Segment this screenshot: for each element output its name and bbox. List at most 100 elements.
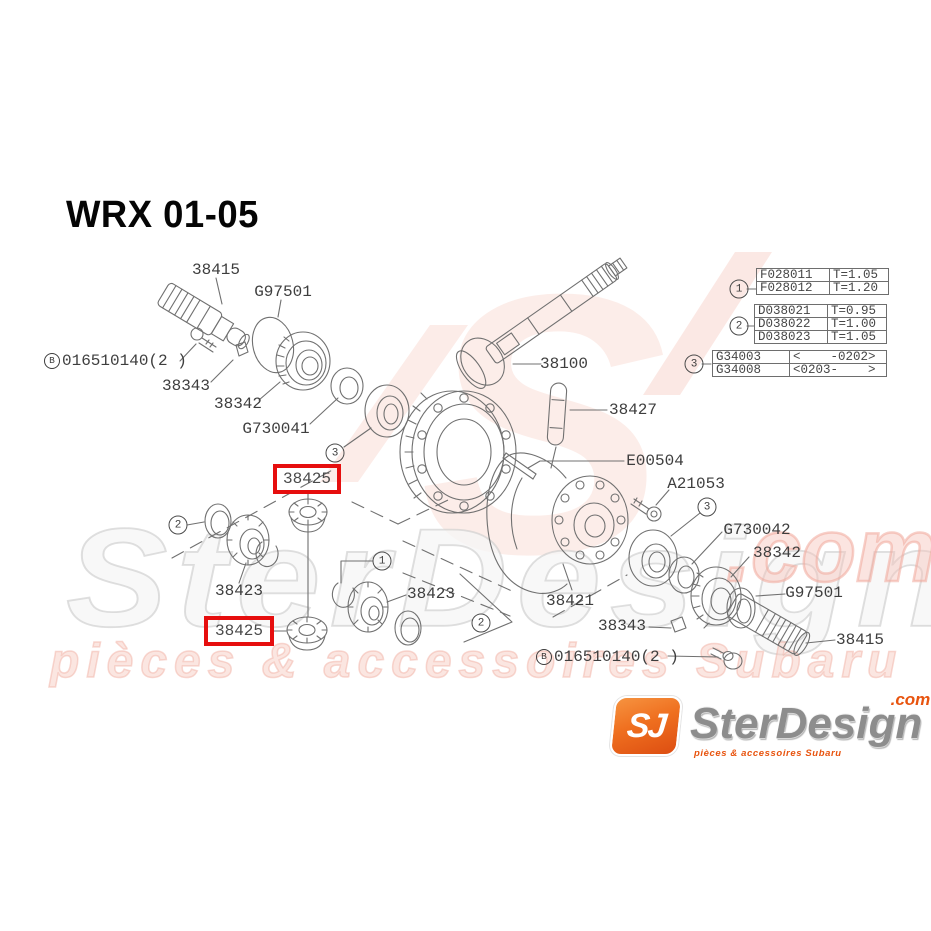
spec-cell: < -0202> [789,350,887,364]
left-side-gear-38423 [226,514,270,566]
highlighted-part-label: 38425 [214,622,263,640]
part-label-oil-seal: E00504 [626,452,684,470]
table-ref-circle-2: 2 [729,316,749,336]
brand-logo-tile-icon: SJ [608,696,684,756]
table-ref-circle-1: 1 [729,279,749,299]
rear-bearing-38342 [690,566,742,629]
part-label-washer-right: 38343 [597,617,647,635]
straight-pin-e00504 [502,452,537,480]
part-label-drive-pinion: 38100 [539,355,589,373]
front-bolt [190,327,217,353]
part-label-side-gear-mid: 38423 [406,585,456,603]
ref-circle-3: 3 [325,443,345,463]
ring-gear [399,390,517,514]
left-shim-washer [204,503,232,539]
spec-cell: <0203- > [789,363,887,377]
front-shaft-38415 [157,282,250,350]
part-label-side-gear-left: 38423 [214,582,264,600]
rear-ring-g97501 [726,587,756,629]
part-label-washer-top: 38343 [161,377,211,395]
part-label-ring-right: G97501 [785,584,843,602]
part-number-cell: D038022 [754,317,828,331]
differential-case-38421 [486,452,629,594]
brand-tld: .com [890,690,931,709]
mid-snap-ring [331,582,355,608]
watermark-monogram-s: S [420,218,669,631]
spec-cell: T=1.05 [829,268,889,282]
shim-table-3: G34003< -0202> G34008<0203- > [712,350,887,377]
brand-tagline: pièces & accessoires Subaru [694,748,842,759]
part-label-bolt-top: B 016510140(2 ) [44,352,187,370]
ref-circle-2: 2 [168,515,188,535]
spec-cell: T=1.05 [827,330,887,344]
mid-side-gear-38423 [347,581,389,633]
spec-cell: T=1.20 [829,281,889,295]
left-snap-ring [255,541,279,568]
part-label-diff-case: 38421 [545,592,595,610]
front-bearing-38342 [275,331,331,391]
rear-shaft-38415 [726,593,811,656]
part-number-cell: F028011 [756,268,830,282]
brand-name: SterDesign [690,699,923,748]
drive-pinion-38100 [455,257,628,389]
spec-cell: T=1.00 [827,317,887,331]
part-number-cell: D038023 [754,330,828,344]
front-outer-bearing [364,384,410,438]
pinion-gear-38425-bottom [286,616,328,651]
part-label-ring-top: G97501 [254,283,312,301]
part-label-bolt-bottom: B 016510140(2 ) [536,648,679,666]
highlight-box-38425-top: 38425 [273,464,341,494]
part-label-bearing-right: 38342 [752,544,802,562]
part-label-text: 016510140(2 ) [554,648,679,666]
rear-washer-38343 [670,616,687,633]
crown-bolt-a21053 [630,497,662,522]
spec-cell: T=0.95 [827,304,887,318]
lock-pin-38427 [546,382,568,446]
table-row: G34003< -0202> [712,350,887,364]
part-label-g730041: G730041 [242,420,310,438]
part-label-bearing-top: 38342 [213,395,263,413]
part-label-pin: 38427 [608,401,658,419]
rear-bolt [710,647,743,670]
watermark-stripe [320,325,468,482]
circled-b-icon: B [536,649,552,665]
ref-circle-2: 2 [471,613,491,633]
rear-outer-bearing [628,529,678,587]
part-number-cell: G34008 [712,363,790,377]
mid-shim-washer [394,610,422,646]
brand-logo-text: SterDesign .com pièces & accessoires Sub… [690,690,930,759]
part-number-cell: G34003 [712,350,790,364]
part-label-case-bolt: A21053 [667,475,725,493]
ref-circle-3: 3 [697,497,717,517]
part-label-text: 016510140(2 ) [62,352,187,370]
race-g730042 [668,556,700,594]
circled-b-icon: B [44,353,60,369]
brand-monogram: SJ [625,706,667,745]
part-label-shaft-right: 38415 [835,631,885,649]
part-number-cell: F028012 [756,281,830,295]
bearing-g730041 [330,367,364,405]
ref-circle-1: 1 [372,551,392,571]
front-ring-g97501 [251,316,295,374]
part-label-race-right: G730042 [723,521,791,539]
highlighted-part-label: 38425 [282,470,331,488]
table-row: G34008<0203- > [712,363,887,377]
front-washer-38343 [235,341,249,357]
alignment-lines [171,467,628,618]
brand-logo: SJ SterDesign .com pièces & accessoires … [608,690,930,759]
highlight-box-38425-bottom: 38425 [204,616,274,646]
part-label-shaft-top: 38415 [191,261,241,279]
part-number-cell: D038021 [754,304,828,318]
page-title: WRX 01-05 [66,194,259,236]
leader-lines [179,277,836,658]
